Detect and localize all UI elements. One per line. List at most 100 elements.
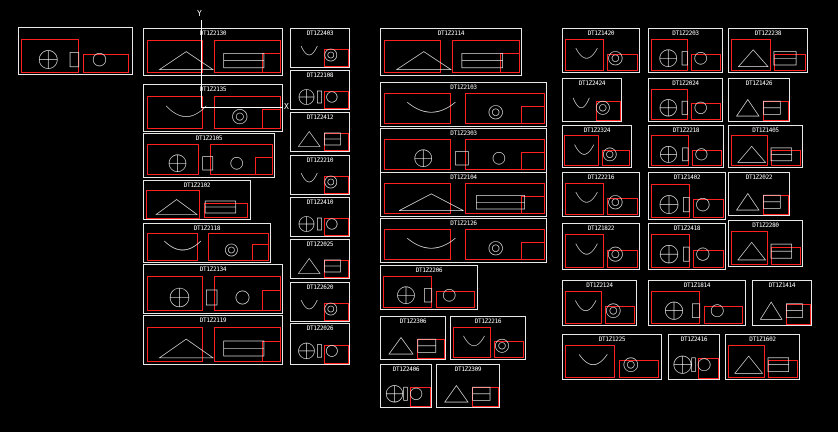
drawing-sheet[interactable]: DT1Z2216 bbox=[450, 316, 526, 360]
drawing-sheet[interactable]: DT1Z2406 bbox=[380, 364, 432, 408]
sheet-title-label: DT1Z2206 bbox=[415, 267, 443, 274]
part-drawing-graphic bbox=[453, 326, 523, 363]
drawing-sheet[interactable]: DT1Z2025 bbox=[290, 239, 350, 279]
part-drawing-graphic bbox=[565, 344, 659, 383]
sheet-title-label: DT1Z2418 bbox=[673, 225, 701, 232]
drawing-sheet[interactable]: DT1Z2403 bbox=[290, 28, 350, 68]
part-drawing-graphic bbox=[728, 344, 797, 383]
sheet-title-label: DT1Z2022 bbox=[745, 174, 773, 181]
drawing-sheet[interactable]: DT1Z2412 bbox=[290, 112, 350, 152]
title-block-frame bbox=[564, 182, 604, 216]
title-block-frame bbox=[619, 360, 659, 378]
sheet-title-label: DT1Z2105 bbox=[195, 135, 223, 142]
drawing-sheet[interactable]: DT1Z2620 bbox=[290, 282, 350, 322]
part-drawing-graphic bbox=[293, 79, 347, 113]
title-block-frame bbox=[606, 53, 638, 71]
title-block-frame bbox=[83, 54, 130, 73]
sheet-title-label: DT1Z1225 bbox=[598, 336, 626, 343]
drawing-sheet[interactable]: DT1Z2024 bbox=[648, 78, 723, 122]
drawing-sheet[interactable]: DT1Z2206 bbox=[380, 265, 478, 310]
drawing-sheet[interactable]: DT1Z2135 bbox=[143, 84, 283, 132]
drawing-sheet[interactable]: DT1Z2216 bbox=[562, 172, 640, 217]
drawing-sheet[interactable]: DT1Z2103 bbox=[380, 82, 547, 127]
sheet-title-label: DT1Z2309 bbox=[454, 366, 482, 373]
drawing-sheet[interactable]: DT1Z2210 bbox=[290, 155, 350, 195]
part-drawing-graphic bbox=[565, 38, 637, 76]
title-block-frame bbox=[564, 135, 600, 167]
ucs-x-label: X bbox=[284, 102, 289, 111]
drawing-sheet[interactable]: DT1Z1225 bbox=[562, 334, 662, 380]
title-block-frame bbox=[384, 92, 452, 125]
drawing-sheet[interactable] bbox=[18, 27, 133, 75]
drawing-sheet[interactable]: DT1Z1814 bbox=[648, 280, 746, 326]
drawing-sheet[interactable]: DT1Z2118 bbox=[143, 223, 271, 263]
drawing-sheet[interactable]: DT1Z1822 bbox=[562, 223, 640, 270]
sheet-title-label: DT1Z1405 bbox=[752, 127, 779, 134]
title-block-frame bbox=[773, 53, 806, 71]
part-drawing-graphic bbox=[651, 183, 723, 223]
sheet-title-label: DT1Z2102 bbox=[183, 182, 211, 189]
drawing-sheet[interactable]: DT1Z2416 bbox=[668, 334, 720, 380]
sheet-title-label: DT1Z2126 bbox=[450, 220, 477, 227]
part-drawing-graphic bbox=[383, 182, 544, 220]
drawing-sheet[interactable]: DT1Z2114 bbox=[380, 28, 522, 76]
drawing-sheet[interactable]: DT1Z2280 bbox=[728, 220, 803, 267]
title-block-frame bbox=[21, 38, 79, 74]
drawing-sheet[interactable]: DT1Z2126 bbox=[380, 218, 547, 263]
drawing-sheet[interactable]: DT1Z2203 bbox=[648, 28, 723, 73]
drawing-sheet[interactable]: DT1Z2124 bbox=[562, 280, 637, 326]
part-drawing-graphic bbox=[731, 182, 787, 219]
part-drawing-graphic bbox=[565, 233, 637, 272]
title-block-frame bbox=[521, 241, 545, 261]
drawing-sheet[interactable]: DT1Z2026 bbox=[290, 323, 350, 365]
part-drawing-graphic bbox=[565, 135, 629, 171]
drawing-sheet[interactable]: DT1Z2022 bbox=[728, 172, 790, 216]
sheet-title-label: DT1Z2135 bbox=[199, 86, 227, 93]
drawing-sheet[interactable]: DT1Z2424 bbox=[562, 78, 622, 122]
sheet-title-label: DT1Z1814 bbox=[683, 282, 711, 289]
drawing-sheet[interactable]: DT1Z2119 bbox=[143, 315, 283, 365]
drawing-sheet[interactable]: DT1Z1426 bbox=[728, 78, 790, 122]
title-block-frame bbox=[324, 303, 350, 321]
title-block-frame bbox=[493, 341, 524, 358]
title-block-frame bbox=[324, 49, 350, 67]
drawing-sheet[interactable]: DT1Z2410 bbox=[290, 197, 350, 237]
drawing-sheet[interactable]: DT1Z2418 bbox=[648, 223, 726, 270]
drawing-sheet[interactable]: DT1Z2134 bbox=[143, 264, 283, 314]
title-block-frame bbox=[435, 290, 476, 308]
drawing-sheet[interactable]: DT1Z2102 bbox=[143, 180, 251, 220]
part-drawing-graphic bbox=[731, 135, 800, 171]
drawing-sheet[interactable]: DT1Z2104 bbox=[380, 172, 547, 217]
part-drawing-graphic bbox=[671, 344, 717, 383]
drawing-sheet[interactable]: DT1Z1405 bbox=[728, 125, 803, 168]
drawing-sheet[interactable]: DT1Z2105 bbox=[143, 133, 275, 178]
drawing-sheet[interactable]: DT1Z2324 bbox=[562, 125, 632, 168]
title-block-frame bbox=[261, 109, 282, 130]
sheet-title-label: DT1Z1602 bbox=[749, 336, 776, 343]
drawing-sheet[interactable]: DT1Z1420 bbox=[562, 28, 640, 73]
title-block-frame bbox=[691, 149, 722, 166]
drawing-sheet[interactable]: DT1Z1402 bbox=[648, 172, 726, 220]
drawing-sheet[interactable]: DT1Z2108 bbox=[290, 70, 350, 110]
title-block-frame bbox=[261, 290, 282, 311]
sheet-title-label: DT1Z2024 bbox=[672, 80, 699, 87]
drawing-sheet[interactable]: DT1Z1602 bbox=[725, 334, 800, 380]
part-drawing-graphic bbox=[651, 233, 723, 272]
ucs-y-axis-icon bbox=[201, 20, 202, 108]
drawing-sheet[interactable]: DT1Z2238 bbox=[728, 28, 808, 73]
part-drawing-graphic bbox=[293, 291, 347, 325]
sheet-title-label: DT1Z2620 bbox=[306, 284, 334, 291]
drawing-sheet[interactable]: DT1Z1414 bbox=[752, 280, 812, 326]
part-drawing-graphic bbox=[21, 38, 130, 78]
drawing-sheet[interactable]: DT1Z2130 bbox=[143, 28, 283, 76]
drawing-sheet[interactable]: DT1Z2303 bbox=[380, 128, 547, 173]
sheet-title-label: DT1Z2114 bbox=[437, 30, 465, 37]
title-block-frame bbox=[324, 345, 350, 364]
drawing-sheet[interactable]: DT1Z2218 bbox=[648, 125, 724, 168]
title-block-frame bbox=[565, 345, 615, 379]
title-block-frame bbox=[691, 103, 721, 120]
title-block-frame bbox=[452, 326, 491, 359]
drawing-sheet[interactable]: DT1Z2306 bbox=[380, 316, 446, 360]
drawing-sheet[interactable]: DT1Z2309 bbox=[436, 364, 500, 408]
